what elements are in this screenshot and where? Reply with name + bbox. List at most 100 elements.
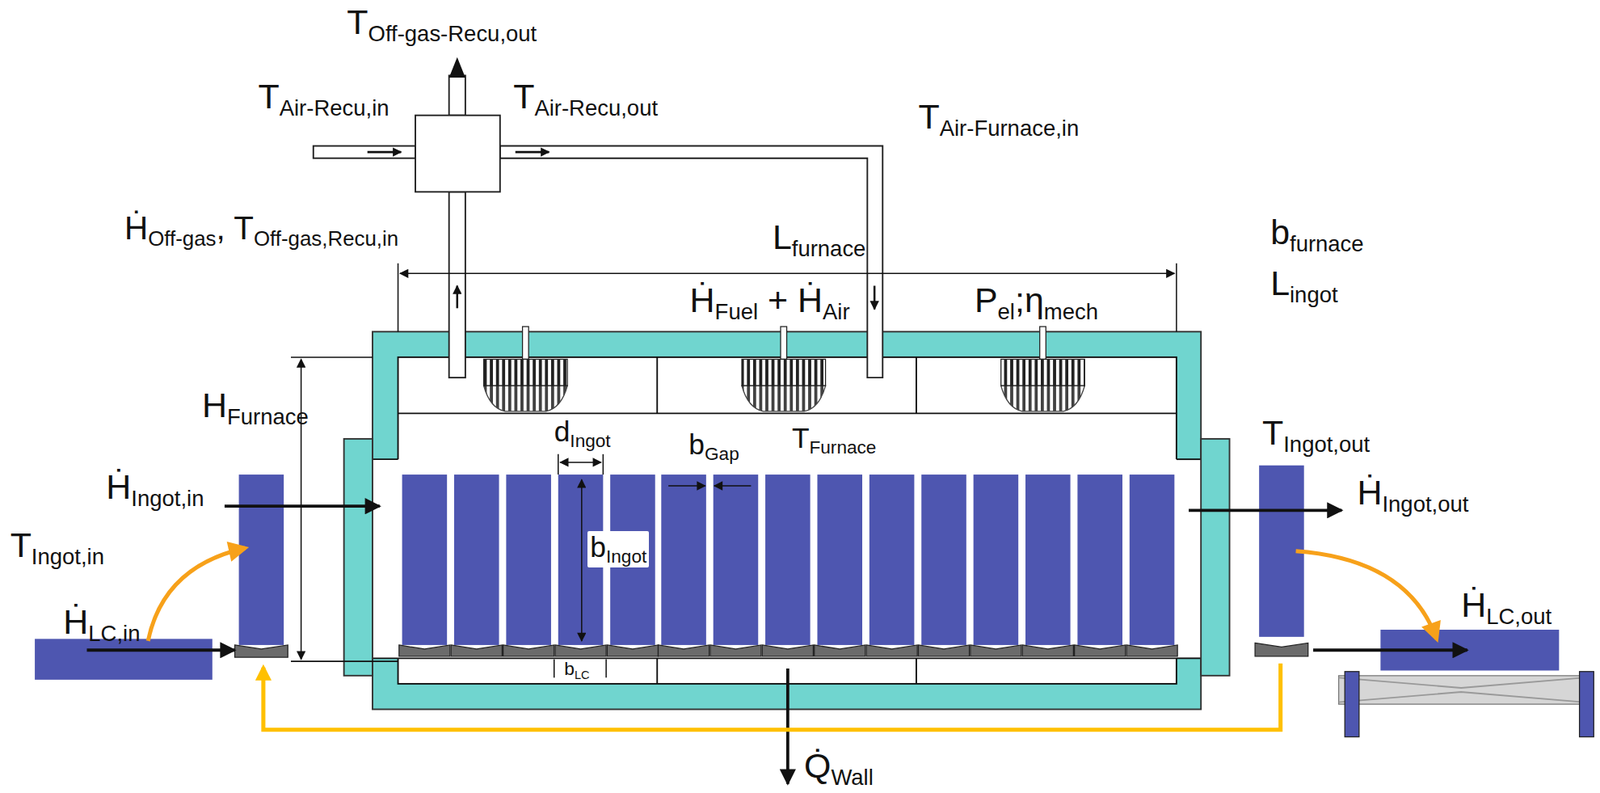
load-carrier <box>450 644 502 657</box>
symbol: Ḣ <box>1356 472 1382 512</box>
ingot <box>765 474 811 645</box>
symbol-label: TIngot,out <box>1262 412 1370 457</box>
symbol: T <box>10 525 32 565</box>
symbol: T <box>791 421 810 454</box>
symbol: Ḣ <box>690 280 716 320</box>
subscript: LC <box>574 668 590 682</box>
off-gas-outlet <box>449 75 466 115</box>
symbol: b <box>1270 212 1290 252</box>
furnace-chamber <box>398 357 1177 684</box>
door-opening <box>1174 458 1203 658</box>
subscript: Off-gas <box>147 227 216 250</box>
load-carrier <box>1074 644 1126 657</box>
furnace-wall <box>372 331 1201 709</box>
ingot <box>816 474 863 645</box>
symbol-label: TAir-Recu,in <box>257 76 389 121</box>
burner <box>1001 326 1086 412</box>
load-carrier <box>1126 644 1178 657</box>
subscript: Ingot <box>606 546 647 567</box>
subscript: Gap <box>704 444 740 465</box>
subscript: Ingot,in <box>31 543 105 569</box>
load-carrier <box>658 644 710 657</box>
load-carrier <box>399 644 451 657</box>
subscript: Air-Recu,in <box>279 94 390 120</box>
load-carrier <box>1254 642 1309 656</box>
symbol-label: ḢLC,in <box>63 602 140 646</box>
ingot <box>239 474 285 645</box>
symbol: T <box>257 76 279 116</box>
symbol: T <box>513 76 535 116</box>
load-carrier <box>1022 644 1074 657</box>
ingot <box>921 474 967 645</box>
ingot <box>1129 474 1175 645</box>
door-opening <box>371 458 400 658</box>
symbol: ; <box>1014 280 1025 320</box>
ingot <box>454 474 500 645</box>
symbol: P <box>974 280 998 320</box>
symbol: T <box>346 2 368 42</box>
ingot <box>402 474 448 645</box>
load-carrier <box>503 644 555 657</box>
symbol-label: Lfurnace <box>772 217 867 262</box>
subscript: mech <box>1044 298 1099 325</box>
recuperator <box>415 115 501 193</box>
symbol-label: TOff-gas-Recu,out <box>346 2 537 47</box>
symbol: T <box>917 96 939 136</box>
door-plate <box>1200 438 1230 676</box>
symbol-label: HFurnace <box>202 385 309 430</box>
symbol-label: Lingot <box>1270 263 1338 308</box>
burner <box>741 326 826 412</box>
subscript: Ingot,out <box>1283 431 1370 457</box>
load-carrier <box>555 644 607 657</box>
subscript: furnace <box>791 235 867 262</box>
symbol: + <box>757 280 798 320</box>
subscript: Off-gas,Recu,in <box>253 227 399 250</box>
subscript: Furnace <box>227 404 309 430</box>
off-gas-pipe <box>449 191 466 378</box>
ingot <box>661 474 707 645</box>
symbol: L <box>772 217 792 257</box>
symbol-label: TAir-Furnace,in <box>917 96 1079 141</box>
symbol-label: TIngot,in <box>10 525 105 569</box>
symbol-label: TAir-Recu,out <box>513 76 658 121</box>
symbol: d <box>554 415 571 447</box>
roller-conveyor <box>1338 671 1595 737</box>
symbol: Ḣ <box>797 280 823 320</box>
symbol-label: dIngot <box>554 415 611 452</box>
symbol-label: ḢOff-gas, TOff-gas,Recu,in <box>124 209 399 252</box>
symbol: H <box>202 385 228 425</box>
subscript: Ingot <box>569 430 611 451</box>
symbol-label: Pel;ηmech <box>974 280 1099 325</box>
load-carrier <box>970 644 1022 657</box>
symbol-label: bGap <box>688 428 739 465</box>
load-carrier <box>866 644 918 657</box>
subscript: LC,in <box>88 620 140 646</box>
subscript: Off-gas-Recu,out <box>368 20 538 46</box>
symbol: η <box>1024 280 1045 320</box>
subscript: Air <box>822 298 851 325</box>
symbol-label: ḢLC,out <box>1461 585 1552 629</box>
ingot <box>505 474 552 645</box>
subscript: Wall <box>830 763 873 789</box>
symbol-label: ḢIngot,out <box>1356 472 1469 517</box>
ingot <box>713 474 759 645</box>
symbol: T <box>1262 412 1284 452</box>
symbol: b <box>564 657 575 679</box>
subscript: Fuel <box>715 298 758 325</box>
symbol: b <box>688 428 705 460</box>
door-plate <box>344 438 373 676</box>
symbol-label: TFurnace <box>791 421 877 459</box>
load-carrier <box>814 644 866 657</box>
symbol: Ḣ <box>105 467 131 506</box>
symbol-label: bLC <box>564 657 590 682</box>
burner <box>484 326 569 412</box>
subscript: Air-Recu,out <box>534 94 658 120</box>
symbol: T <box>233 209 254 247</box>
symbol-label: bfurnace <box>1270 212 1365 257</box>
symbol-label: bIngot <box>587 530 649 568</box>
subscript: Furnace <box>808 437 876 458</box>
symbol-label: ḢFuel + ḢAir <box>690 280 851 325</box>
subscript: Ingot,in <box>130 485 204 511</box>
